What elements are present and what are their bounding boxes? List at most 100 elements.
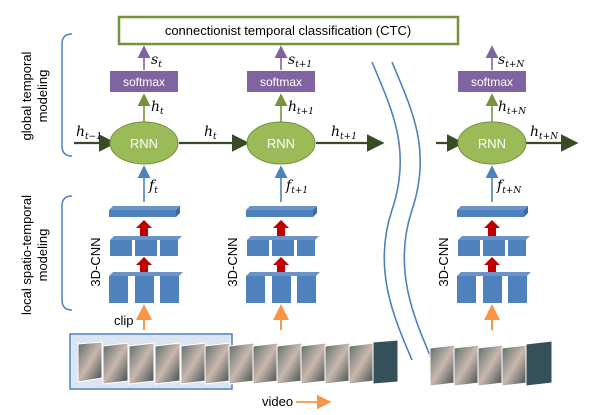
softmax-label-2: softmax [260,75,302,89]
rnn-node-1 [109,121,179,165]
video-frame [180,342,207,385]
cnn-fc-side-3 [524,206,528,217]
cnn-block-3f [508,276,527,303]
s-label-1: st [151,52,162,70]
rnn-label-1: RNN [130,136,158,151]
local-label-line1: local spatio-temporal [19,195,34,315]
clip-label: clip [114,313,134,328]
global-label-line1: global temporal [19,51,34,140]
cnn-block-2f [297,276,316,303]
softmax-box-3 [458,71,526,92]
frame-sequence-1 [77,339,399,385]
ellipsis-curve-left [371,61,413,361]
softmax-label-1: softmax [123,75,165,89]
rnn-label-3: RNN [478,136,506,151]
softmax-box-2 [247,71,315,92]
cnn-fc-top-3 [457,206,528,210]
local-bracket [61,195,73,311]
ellipsis-curve-right [391,61,433,361]
video-frame [324,342,351,385]
rnn-node-3 [457,121,527,165]
local-label-line2: modeling [35,229,50,282]
ctc-box [117,15,460,46]
cnn-fc-face-2 [246,210,313,217]
video-label: video [262,394,293,409]
video-frame [77,341,103,383]
cnn-stack-2 [246,206,320,303]
column-1: st softmax ht RNN ft 3D-CNN clip [88,45,183,330]
cnn-block-1c [160,240,178,256]
cnn-block-2a [247,240,269,256]
red-arrow-1b [136,257,152,274]
cnn-block-2d [246,276,265,303]
h-in-label: ht−1 [76,124,102,142]
video-frame [300,342,327,385]
red-arrow-2a [273,220,289,238]
video-frame [501,344,528,387]
column-2: st+1 softmax ht+1 RNN ft+1 3D-CNN [225,45,320,330]
s-label-2: st+1 [288,52,312,70]
cnn-fc-side-1 [176,206,180,217]
softmax-label-3: softmax [471,75,513,89]
f-label-3: ft+N [496,178,522,196]
cnn-block-top-6 [457,272,531,276]
s-label-3: st+N [498,52,525,70]
cnn-block-1b [135,240,157,256]
rnn-node-2 [246,121,316,165]
cnn-block-1d [109,276,128,303]
cnn-block-top-2 [109,272,183,276]
video-frame [252,342,279,385]
cnn-fc-face-3 [457,210,524,217]
f-label-2: ft+1 [285,178,308,196]
cnn-block-3d [457,276,476,303]
cnn-fc-layer-1 [109,206,180,210]
cnn-block-1e [135,276,154,303]
cnn-stack-3 [457,206,531,303]
cnn-block-2b [272,240,294,256]
video-frame [348,342,375,385]
cnn-block-2c [297,240,315,256]
cnn-label-3: 3D-CNN [436,237,451,286]
h-out-label: ht+N [530,124,559,142]
h-2-label: ht+1 [331,124,357,142]
red-arrow-3a [484,220,500,238]
cnn-block-3a [458,240,480,256]
global-bracket [61,33,73,157]
ctc-label: connectionist temporal classification (C… [165,23,411,38]
cnn-block-1f [160,276,179,303]
cnn-block-2e [272,276,291,303]
h-up-label-2: ht+1 [288,99,314,117]
cnn-block-top-5 [458,236,530,240]
cnn-block-top-1 [110,236,182,240]
video-frame [102,342,129,385]
h-up-label-3: ht+N [498,99,527,117]
video-frame [429,344,456,387]
cnn-label-2: 3D-CNN [225,237,240,286]
cnn-fc-face-1 [109,210,176,217]
video-frames [69,333,553,390]
red-arrow-3b [484,257,500,274]
softmax-box-1 [110,71,178,92]
cnn-stack-1 [109,206,183,303]
cnn-label-1: 3D-CNN [88,237,103,286]
h-up-label-1: ht [151,99,164,117]
cnn-block-3b [483,240,505,256]
cnn-block-1a [110,240,132,256]
cnn-fc-top-2 [246,206,317,210]
video-frame [154,342,181,385]
rnn-label-2: RNN [267,136,295,151]
video-frame [525,340,553,387]
global-label-line2: modeling [35,70,50,123]
red-arrow-2b [273,257,289,274]
video-frame [477,344,504,387]
cnn-block-top-4 [246,272,320,276]
video-frame [204,342,231,385]
cnn-block-top-3 [247,236,319,240]
f-label-1: ft [148,178,158,196]
video-frame [128,342,155,385]
cnn-block-3e [483,276,502,303]
video-frame [372,339,399,385]
red-arrow-1a [136,220,152,238]
video-frame [228,342,255,385]
